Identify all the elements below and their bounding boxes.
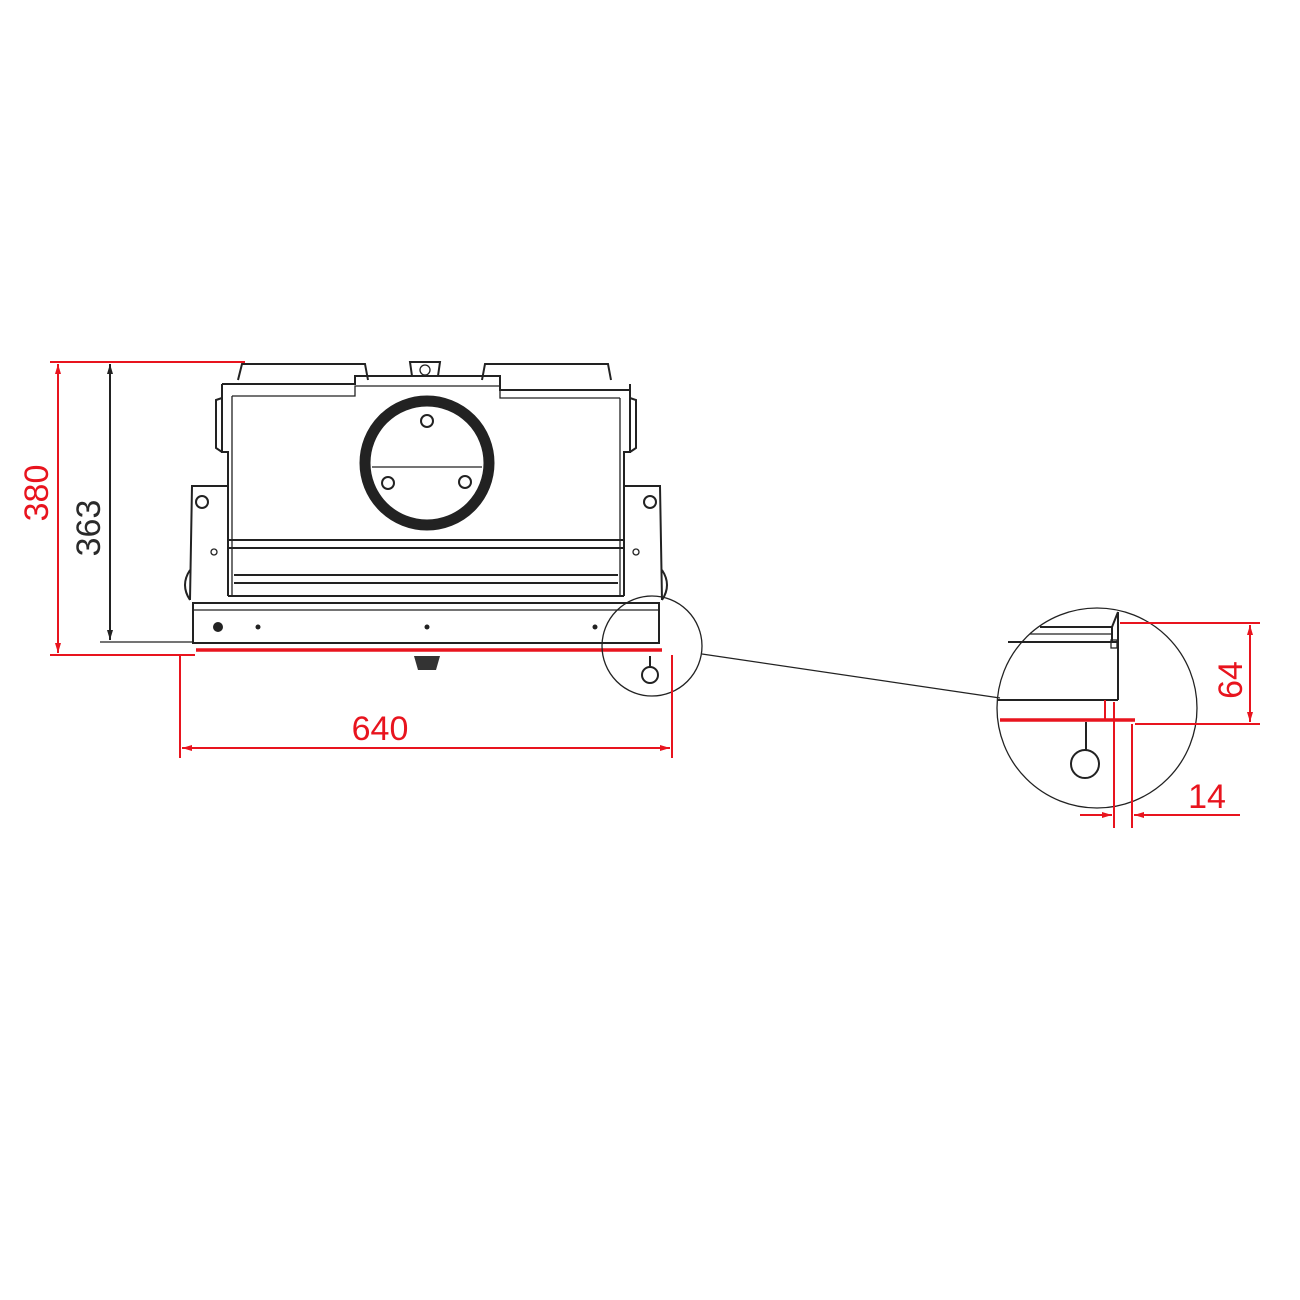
detail-callout-circle xyxy=(601,595,703,697)
dimension-detail-height: 64 xyxy=(1120,622,1260,725)
dimension-label-380: 380 xyxy=(18,465,56,522)
dimension-label-640: 640 xyxy=(352,710,409,748)
dimension-label-363: 363 xyxy=(70,500,108,557)
dimension-body-height: 363 xyxy=(70,364,193,643)
dimension-detail-offset: 14 xyxy=(1080,702,1240,828)
detail-view xyxy=(996,607,1198,809)
detail-leader-line xyxy=(701,653,1001,699)
dimension-overall-height: 380 xyxy=(18,361,245,656)
dimension-label-64: 64 xyxy=(1212,661,1250,699)
hood-front-view xyxy=(184,361,668,684)
dimension-label-14: 14 xyxy=(1188,778,1226,816)
dimension-width: 640 xyxy=(179,655,673,758)
